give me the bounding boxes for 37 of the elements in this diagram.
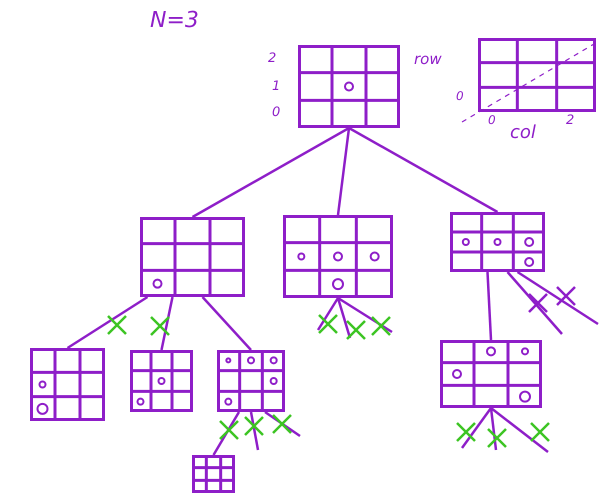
chessboard-grid xyxy=(440,340,542,408)
handwritten-label: col xyxy=(510,124,536,142)
branch-line xyxy=(486,272,492,340)
branch-line xyxy=(490,407,549,453)
chessboard-grid xyxy=(478,38,596,112)
branch-line xyxy=(516,270,599,326)
branch-line xyxy=(506,271,563,335)
branch-line xyxy=(336,128,350,216)
chessboard-grid xyxy=(217,350,285,412)
chessboard-grid xyxy=(130,350,193,412)
chessboard-grid xyxy=(192,455,235,493)
branch-line xyxy=(212,411,240,456)
branch-line xyxy=(264,410,301,438)
chessboard-grid xyxy=(140,217,245,297)
handwritten-label: 0 xyxy=(272,106,280,119)
branch-line xyxy=(348,126,498,214)
handwritten-label: 2 xyxy=(566,114,574,127)
branch-line xyxy=(460,407,492,449)
handwritten-label: 2 xyxy=(268,52,276,65)
branch-line xyxy=(66,296,148,350)
chessboard-grid xyxy=(283,215,393,298)
handwritten-label: 0 xyxy=(456,90,464,102)
branch-line xyxy=(337,296,393,334)
branch-line xyxy=(202,296,252,351)
handwritten-label: N=3 xyxy=(150,10,199,32)
handwritten-label: row xyxy=(414,52,442,67)
chessboard-grid xyxy=(298,45,400,128)
branch-line xyxy=(250,412,260,450)
branch-line xyxy=(160,296,174,350)
branch-line xyxy=(336,298,352,338)
branch-line xyxy=(192,126,350,218)
handwritten-label: 1 xyxy=(272,80,280,93)
branch-line xyxy=(316,297,340,331)
chessboard-grid xyxy=(450,212,545,272)
handwritten-label: 0 xyxy=(488,114,496,126)
chessboard-grid xyxy=(30,348,105,421)
branch-line xyxy=(490,408,498,450)
